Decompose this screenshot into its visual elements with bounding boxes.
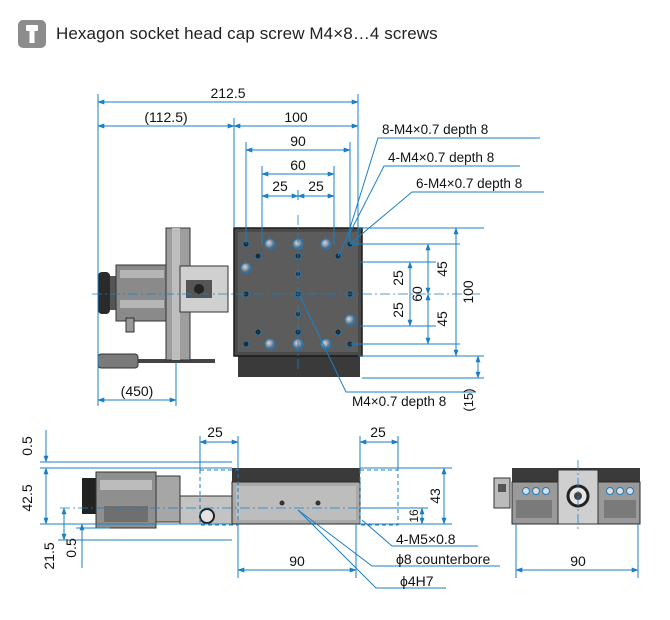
dim-90: 90: [290, 133, 306, 149]
dim-25-right: 25: [308, 178, 324, 194]
dim-16: 16: [407, 509, 421, 523]
callout-m4-center: M4×0.7 depth 8: [352, 394, 446, 409]
knob-icon: [98, 272, 110, 314]
stage-top-plate-side: [232, 468, 360, 482]
dim-43: 43: [427, 488, 443, 504]
dim-right-45b: 45: [434, 311, 450, 327]
callout-8-m4: 8-M4×0.7 depth 8: [382, 122, 488, 137]
dim-cable: (450): [121, 383, 154, 399]
dim-60: 60: [290, 157, 306, 173]
end-view: 90: [493, 460, 641, 578]
dim-90-side: 90: [289, 553, 305, 569]
cap-screws: [240, 238, 356, 350]
callout-6-m4: 6-M4×0.7 depth 8: [416, 176, 522, 191]
dim-25-side-right: 25: [370, 424, 386, 440]
dim-overall-width: 212.5: [210, 85, 245, 101]
dim-right-60: 60: [409, 286, 425, 302]
dim-offset: (112.5): [144, 109, 187, 125]
callout-h7: ϕ4H7: [400, 573, 434, 589]
dim-right-45a: 45: [434, 261, 450, 277]
dim-right-100: 100: [460, 280, 476, 304]
hex-socket-screw-icon: [18, 20, 46, 48]
dim-21-5: 21.5: [41, 542, 57, 569]
dim-25-side-left: 25: [207, 424, 223, 440]
side-view: 0.5 42.5 21.5 0.5 25 25 43 16 90 4-M5×0.…: [19, 424, 500, 589]
header: Hexagon socket head cap screw M4×8…4 scr…: [18, 18, 438, 50]
dim-stage-width: 100: [284, 109, 308, 125]
top-view: 212.5 (112.5) 100 90 60 25 25 (450) 25 2…: [92, 85, 544, 412]
cable-connector: [97, 353, 139, 369]
callout-4-m4: 4-M4×0.7 depth 8: [388, 150, 494, 165]
dim-25-left: 25: [272, 178, 288, 194]
callout-4-m5: 4-M5×0.8: [396, 531, 456, 547]
callout-counterbore: ϕ8 counterbore: [396, 551, 490, 567]
dim-0-5-bottom: 0.5: [63, 538, 79, 558]
dim-90-end: 90: [570, 553, 586, 569]
dim-42-5: 42.5: [19, 484, 35, 511]
dim-0-5-top: 0.5: [19, 436, 35, 456]
dim-right-25b: 25: [390, 302, 406, 318]
page-title: Hexagon socket head cap screw M4×8…4 scr…: [56, 24, 438, 43]
dim-right-15: (15): [461, 388, 476, 411]
dim-right-25a: 25: [390, 270, 406, 286]
